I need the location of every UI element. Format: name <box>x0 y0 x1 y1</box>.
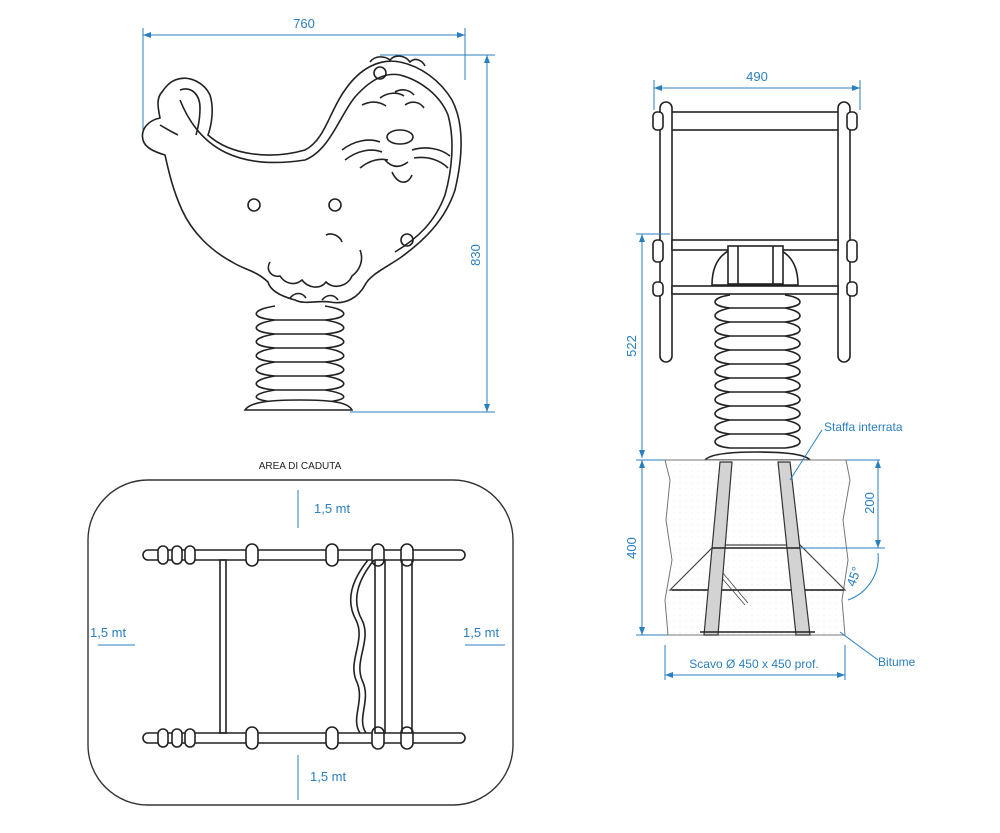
plan-view: AREA DI CADUTA 1,5 mt 1,5 mt 1,5 mt 1,5 … <box>87 461 514 806</box>
spring-front <box>255 305 345 403</box>
bracket-depth-label: 200 <box>862 492 877 514</box>
excavation-label: Scavo Ø 450 x 450 prof. <box>689 657 818 671</box>
front-view: 760 830 <box>141 16 495 413</box>
clearance-top-label: 1,5 mt <box>314 501 351 516</box>
angle-arc <box>847 552 879 601</box>
bracket-label: Staffa interrata <box>824 420 903 434</box>
seat-top-bar <box>659 111 846 131</box>
plan-seat-edge <box>219 559 227 734</box>
bolt-hole <box>400 233 414 247</box>
ground-depth-label: 400 <box>624 537 639 559</box>
clearance-bottom-label: 1,5 mt <box>310 769 347 784</box>
side-height-label: 522 <box>624 335 639 357</box>
front-height-label: 830 <box>468 244 483 266</box>
angle-label: 45° <box>843 565 864 589</box>
front-width-label: 760 <box>293 16 315 31</box>
side-panel-left <box>659 101 673 363</box>
bitumen-label: Bitume <box>878 655 916 669</box>
plan-handle-bar <box>401 559 413 734</box>
side-view: 490 522 <box>624 69 916 680</box>
bolt-hole <box>373 66 387 80</box>
plan-wavy-panel <box>349 559 369 734</box>
spring-side <box>714 294 801 449</box>
side-panel-right <box>837 101 851 363</box>
base-plate <box>243 399 354 411</box>
side-base-plate <box>703 451 812 461</box>
plan-handle-bar <box>374 559 386 734</box>
bolt-hole <box>328 198 342 212</box>
bolt-hole <box>247 198 261 212</box>
clearance-right-label: 1,5 mt <box>463 625 500 640</box>
hen-inner-outline <box>179 73 453 253</box>
fall-area-boundary <box>87 479 514 806</box>
fall-area-title: AREA DI CADUTA <box>259 461 342 472</box>
wing-edge <box>267 249 363 288</box>
beak <box>386 129 414 145</box>
clearance-left-label: 1,5 mt <box>90 625 127 640</box>
side-width-label: 490 <box>746 69 768 84</box>
hen-body-outline <box>141 60 462 304</box>
